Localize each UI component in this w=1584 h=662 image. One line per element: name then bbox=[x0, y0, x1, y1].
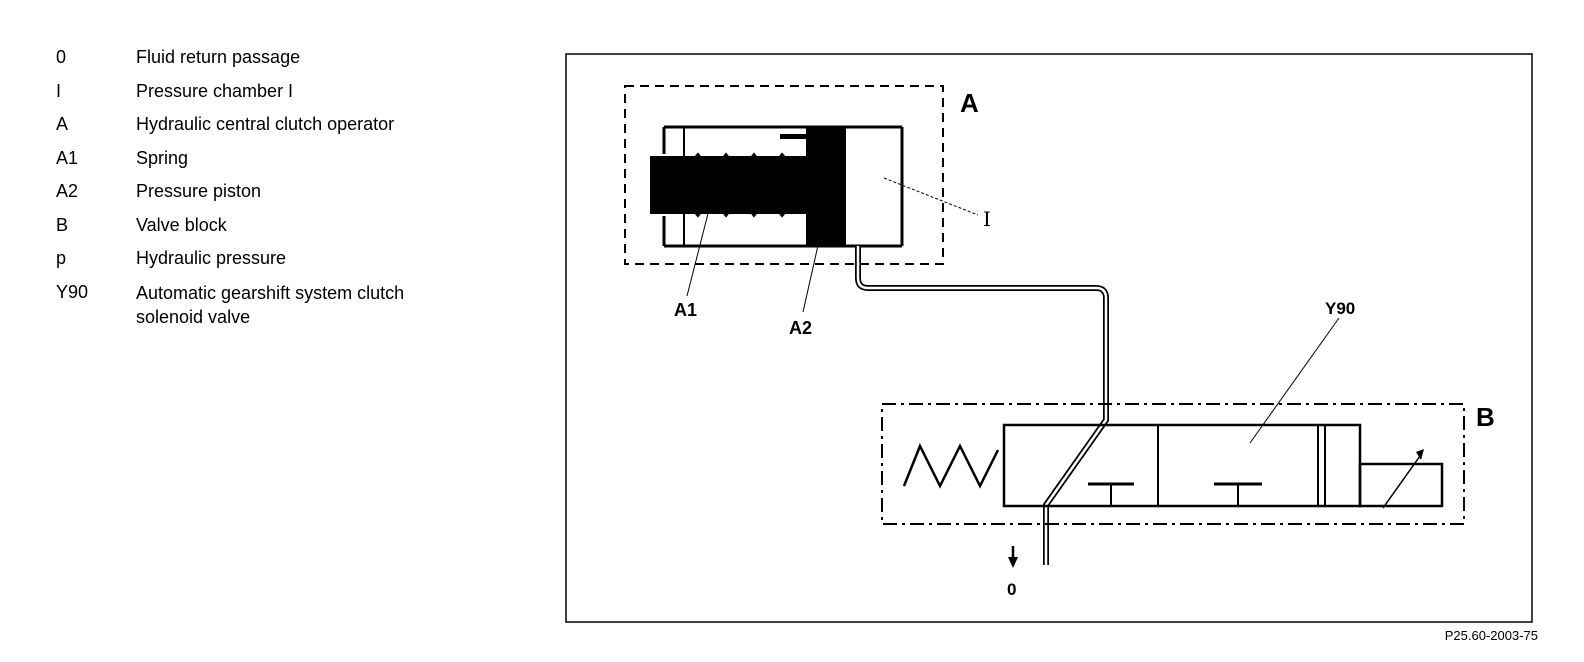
legend-desc: Hydraulic pressure bbox=[136, 248, 287, 268]
spring-a1-lower bbox=[683, 196, 797, 218]
tank-symbol bbox=[1088, 482, 1134, 506]
legend-desc: Spring bbox=[136, 147, 189, 168]
diagram-frame bbox=[565, 53, 1533, 623]
legend-row: I Pressure chamber I bbox=[56, 80, 516, 102]
leader-a2 bbox=[802, 209, 827, 313]
figure-reference: P25.60-2003-75 bbox=[1444, 628, 1538, 643]
legend-key: p bbox=[56, 248, 67, 268]
legend-key: Y90 bbox=[56, 281, 89, 302]
leader-i bbox=[883, 177, 979, 216]
label-a: A bbox=[960, 88, 979, 118]
hydraulic-line bbox=[855, 246, 1109, 565]
legend-row: B Valve block bbox=[56, 214, 516, 236]
legend-key: A1 bbox=[56, 147, 79, 168]
label-b: B bbox=[1476, 402, 1495, 432]
piston-rod bbox=[650, 156, 808, 214]
valve-block-boundary bbox=[881, 403, 1465, 525]
legend-row: A Hydraulic central clutch operator bbox=[56, 113, 516, 135]
legend-desc: Pressure piston bbox=[136, 181, 262, 201]
legend: 0 Fluid return passage I Pressure chambe… bbox=[56, 46, 516, 340]
legend-key: A2 bbox=[56, 181, 79, 201]
pressure-piston bbox=[806, 127, 845, 246]
leader-a1 bbox=[686, 189, 715, 297]
down-arrow-icon bbox=[1008, 546, 1018, 568]
label-y90: Y90 bbox=[1325, 299, 1355, 318]
label-0: 0 bbox=[1007, 580, 1016, 599]
legend-key: I bbox=[56, 80, 62, 101]
label-a1: A1 bbox=[674, 300, 697, 320]
label-a2: A2 bbox=[789, 318, 812, 338]
legend-row: Y90 Automatic gearshift system clutch so… bbox=[56, 281, 516, 329]
label-i: I bbox=[983, 207, 991, 231]
valve-spring bbox=[902, 442, 1000, 489]
clutch-operator-boundary bbox=[624, 85, 944, 265]
spring-a1 bbox=[683, 152, 797, 174]
right-arrow-icon bbox=[780, 128, 838, 145]
legend-key: B bbox=[56, 214, 69, 235]
legend-key: A bbox=[56, 114, 69, 134]
legend-row: A2 Pressure piston bbox=[56, 180, 516, 202]
legend-desc: Valve block bbox=[136, 214, 227, 235]
legend-desc: Fluid return passage bbox=[136, 47, 301, 67]
legend-key: 0 bbox=[56, 47, 67, 67]
legend-desc: Automatic gearshift system clutch soleno… bbox=[136, 282, 405, 327]
leader-y90 bbox=[1249, 317, 1340, 444]
legend-desc: Pressure chamber I bbox=[136, 80, 294, 101]
legend-desc: Hydraulic central clutch operator bbox=[136, 114, 395, 134]
solenoid-actuator bbox=[1358, 449, 1444, 509]
legend-row: p Hydraulic pressure bbox=[56, 247, 516, 269]
legend-row: 0 Fluid return passage bbox=[56, 46, 516, 68]
tank-symbol bbox=[1214, 482, 1262, 506]
legend-row: A1 Spring bbox=[56, 147, 516, 169]
